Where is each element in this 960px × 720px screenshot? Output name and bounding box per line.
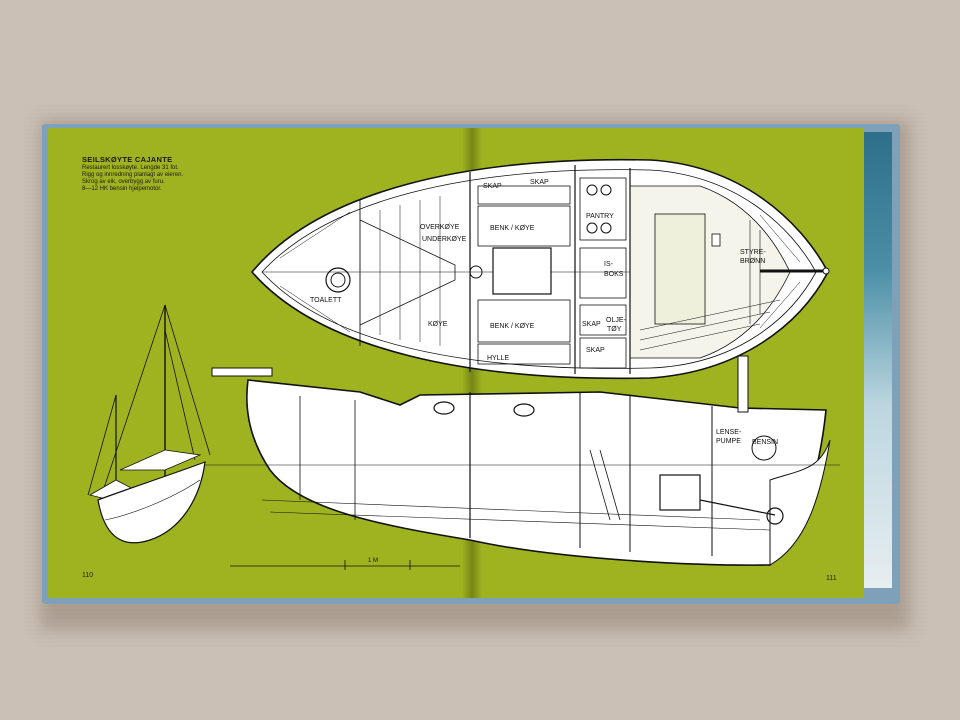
scale-label: 1 M xyxy=(368,558,378,564)
label-skap-2: SKAP xyxy=(530,179,549,186)
label-styrebronn-1: STYRE- xyxy=(740,249,766,256)
label-isboks-1: IS- xyxy=(604,261,614,268)
bowsprit xyxy=(211,367,273,377)
propeller xyxy=(766,507,784,525)
label-oljetoy-1: OLJE- xyxy=(606,317,627,324)
label-lensepumpe-2: PUMPE xyxy=(716,438,741,445)
deck-plan xyxy=(250,158,830,380)
sketch-hull xyxy=(97,461,206,544)
page-number-left: 110 xyxy=(82,572,94,579)
caption-block: SEILSKØYTE CAJANTE Restaurert losskøyte.… xyxy=(82,156,212,193)
engine xyxy=(659,474,701,511)
label-isboks-2: BOKS xyxy=(604,271,624,278)
sailboat-sketch xyxy=(87,304,211,544)
label-toalett: TOALETT xyxy=(310,297,342,304)
caption-line: 8—12 HK bensin hjelpemotor. xyxy=(82,186,162,192)
plan-labels: OVERKØYE UNDERKØYE TOALETT KØYE SKAP SKA… xyxy=(310,179,766,362)
label-skap-4: SKAP xyxy=(586,347,605,354)
label-skap-1: SKAP xyxy=(483,183,502,190)
label-styrebronn-2: BRØNN xyxy=(740,258,765,265)
label-underkoye: UNDERKØYE xyxy=(422,236,467,243)
fuel-tank xyxy=(751,435,777,461)
rudder xyxy=(769,439,831,566)
label-benk-koye-bottom: BENK / KØYE xyxy=(490,323,535,330)
label-koye: KØYE xyxy=(428,321,448,328)
caption-line: Skrog av eik, overbygg av furu. xyxy=(82,179,165,185)
label-benk-koye-top: BENK / KØYE xyxy=(490,225,535,232)
section-labels: LENSE- PUMPE BENSIN xyxy=(716,429,778,446)
label-lensepumpe-1: LENSE- xyxy=(716,429,742,436)
scale-bar: 1 M xyxy=(230,558,460,570)
label-bensin: BENSIN xyxy=(752,439,778,446)
caption-line: Rigg og innredning planlagt av eieren. xyxy=(82,172,184,178)
label-oljetoy-2: TØY xyxy=(607,326,622,333)
profile-section xyxy=(200,355,840,566)
label-hylle: HYLLE xyxy=(487,355,510,362)
label-pantry: PANTRY xyxy=(586,213,614,220)
caption-line: Restaurert losskøyte. Lengde 31 fot. xyxy=(82,165,179,171)
caption-title: SEILSKØYTE CAJANTE xyxy=(82,155,173,164)
next-page-photo-strip xyxy=(864,132,892,588)
page-number-right: 111 xyxy=(826,575,837,582)
label-skap-3: SKAP xyxy=(582,321,601,328)
label-overkoye: OVERKØYE xyxy=(420,224,460,231)
